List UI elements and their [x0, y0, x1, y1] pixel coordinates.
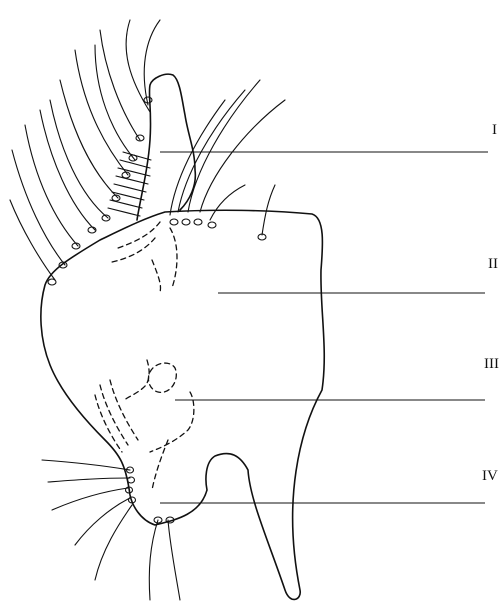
body-outline [41, 210, 324, 599]
label-III: III [484, 356, 499, 372]
setal-sockets [48, 97, 266, 523]
setae [10, 20, 285, 600]
label-I: I [492, 122, 497, 138]
label-II: II [488, 256, 498, 272]
internal-dashes [95, 222, 194, 490]
label-IV: IV [482, 468, 498, 484]
